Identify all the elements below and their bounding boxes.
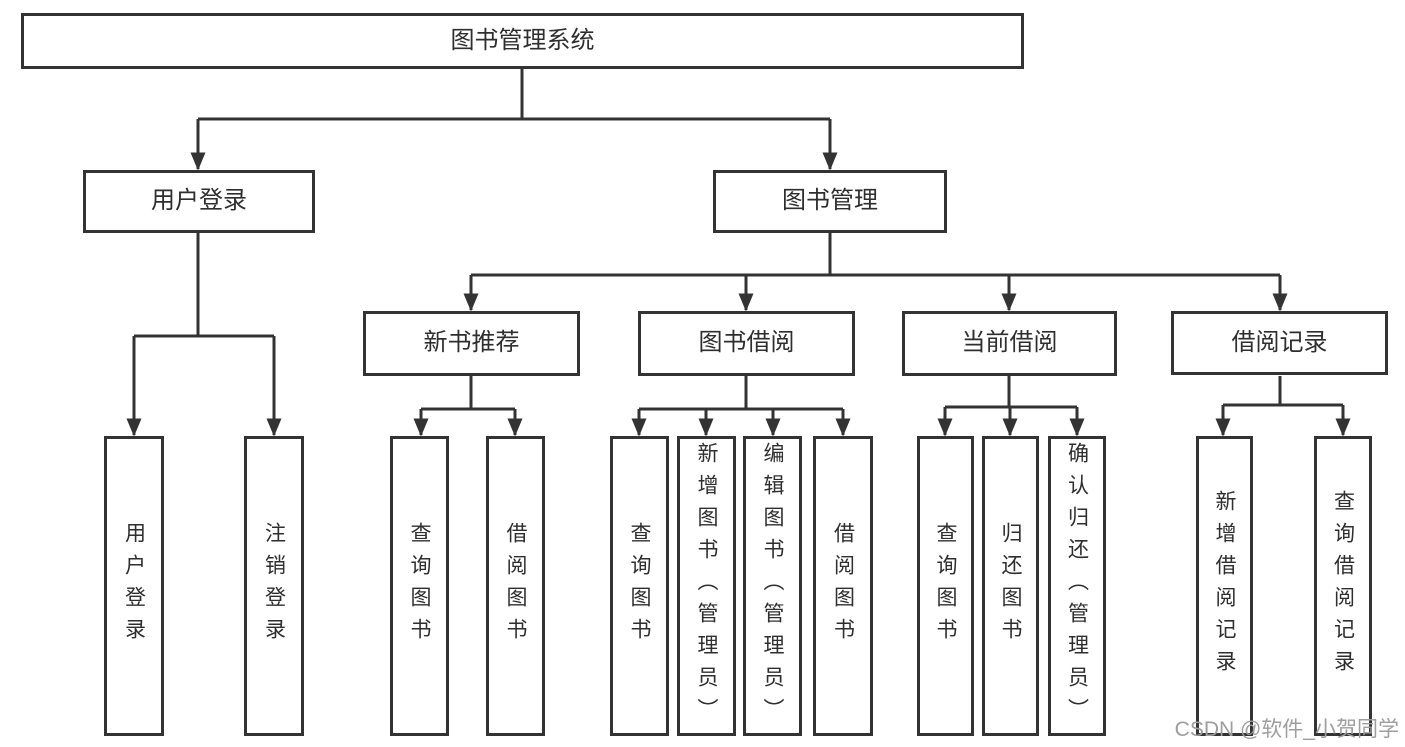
leaf-br-add-borrow-record: 新增借阅记录 [1196, 436, 1253, 736]
leaf-cb-confirm-return-admin: 确认归还（管理员） [1048, 436, 1106, 736]
leaf-bb-query-books: 查询图书 [610, 436, 669, 736]
leaf-nb-query-books: 查询图书 [390, 436, 449, 736]
node-current-borrow: 当前借阅 [902, 311, 1117, 376]
leaf-user-login: 用户登录 [104, 436, 164, 736]
leaf-bb-edit-books-admin: 编辑图书（管理员） [743, 436, 802, 736]
leaf-bb-borrow-books: 借阅图书 [813, 436, 873, 736]
leaf-cb-query-books: 查询图书 [917, 436, 974, 736]
leaf-logout: 注销登录 [244, 436, 304, 736]
csdn-watermark: CSDN @软件_小贺同学 [1174, 718, 1399, 741]
leaf-bb-add-books-admin: 新增图书（管理员） [677, 436, 736, 736]
node-new-book-recommend: 新书推荐 [363, 311, 580, 376]
leaf-br-query-borrow-record: 查询借阅记录 [1314, 436, 1372, 736]
node-book-borrow: 图书借阅 [638, 311, 855, 376]
leaf-nb-borrow-books: 借阅图书 [486, 436, 545, 736]
node-book-management: 图书管理 [713, 170, 947, 233]
node-system-root: 图书管理系统 [21, 13, 1024, 69]
node-user-login: 用户登录 [83, 170, 315, 233]
leaf-cb-return-books: 归还图书 [982, 436, 1039, 736]
node-borrow-record: 借阅记录 [1171, 311, 1388, 375]
